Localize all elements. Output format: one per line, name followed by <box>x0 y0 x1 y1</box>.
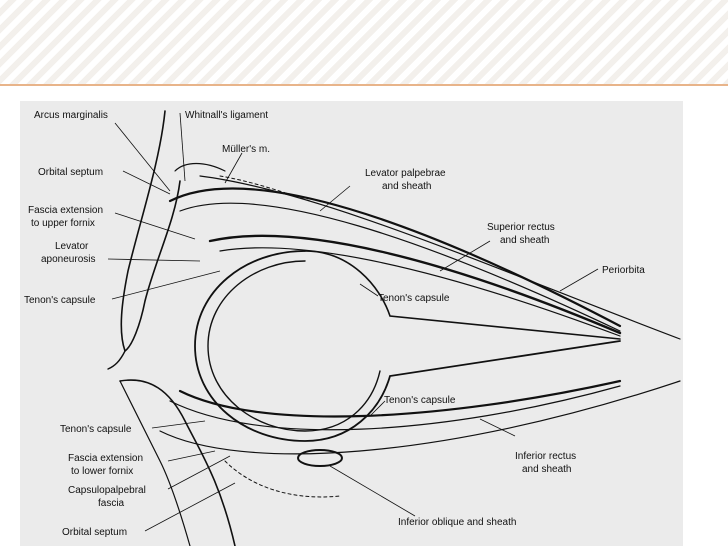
label-levator-palpebrae: Levator palpebrae <box>365 168 446 179</box>
leader-septum-lower <box>144 482 236 532</box>
inferior-rectus <box>178 379 622 418</box>
orbital-rim-upper <box>174 162 226 172</box>
upper-lashes <box>107 350 126 370</box>
label-orbital-septum-upper: Orbital septum <box>38 167 103 178</box>
label-levator-aponeurosis: Levator <box>55 241 89 252</box>
globe-inner <box>207 260 381 432</box>
orbital-fat-lower <box>224 460 341 498</box>
label-fascia-upper: Fascia extension <box>28 205 103 216</box>
lower-eyelid <box>119 379 236 546</box>
label-fascia-upper-2: to upper fornix <box>31 218 95 229</box>
levator-palpebrae <box>168 187 622 328</box>
orbital-fat-upper <box>219 175 311 202</box>
label-superior-rectus: Superior rectus <box>487 222 555 233</box>
leader-fascia-lower <box>167 450 216 462</box>
label-tenons-upper-center: Tenon's capsule <box>378 293 450 304</box>
inferior-rectus-sheath <box>169 385 621 431</box>
leader-muller <box>224 152 243 184</box>
leader-tenon-center <box>359 283 379 297</box>
leader-septum-upper <box>122 170 171 195</box>
label-capsulopalpebral-2: fascia <box>98 498 125 509</box>
leader-whitnall <box>179 112 186 182</box>
lower-lid-inner <box>119 380 191 546</box>
drawing-lines <box>107 110 681 546</box>
periorbita-lower <box>159 380 681 455</box>
optic-sheath-upper <box>304 250 621 340</box>
label-superior-rectus-2: and sheath <box>500 235 550 246</box>
slide-header-pattern <box>0 0 728 84</box>
label-tenons-upper-left: Tenon's capsule <box>24 295 96 306</box>
label-tenons-lower-left: Tenon's capsule <box>60 424 132 435</box>
leader-arcus <box>114 122 171 192</box>
label-inferior-rectus: Inferior rectus <box>515 451 576 462</box>
periorbita-upper <box>199 175 681 340</box>
leader-inf-oblique <box>329 465 416 517</box>
label-fascia-lower-2: to lower fornix <box>71 466 133 477</box>
leader-periorbita <box>559 268 599 292</box>
eye-anatomy-drawing: Arcus marginalis Whitnall's ligament Mül… <box>24 110 681 546</box>
eye-anatomy-figure: Arcus marginalis Whitnall's ligament Mül… <box>20 101 683 546</box>
leader-sup-rectus <box>439 240 491 272</box>
label-whitnalls-ligament: Whitnall's ligament <box>185 110 268 121</box>
leader-tenon-lower <box>369 400 386 417</box>
leader-lines <box>107 112 599 532</box>
leader-tenon-lower-left <box>151 420 206 429</box>
upper-eyelid <box>120 110 181 353</box>
superior-rectus-sheath <box>219 247 621 337</box>
leader-fascia-upper <box>114 212 196 240</box>
label-fascia-lower: Fascia extension <box>68 453 143 464</box>
leader-levator <box>319 185 351 212</box>
label-levator-aponeurosis-2: aponeurosis <box>41 254 95 265</box>
label-mullers-muscle: Müller's m. <box>222 144 270 155</box>
label-inferior-oblique: Inferior oblique and sheath <box>398 517 516 528</box>
slide-header-rule <box>0 84 728 86</box>
inferior-oblique <box>297 449 343 467</box>
label-tenons-lower-center: Tenon's capsule <box>384 395 456 406</box>
label-arcus-marginalis: Arcus marginalis <box>34 110 108 121</box>
levator-sheath <box>179 202 621 332</box>
leader-aponeurosis <box>107 258 201 262</box>
label-levator-palpebrae-2: and sheath <box>382 181 432 192</box>
globe-outer <box>194 250 621 442</box>
leader-tenon-left <box>111 270 221 300</box>
label-capsulopalpebral: Capsulopalpebral <box>68 485 146 496</box>
leader-inf-rectus <box>479 418 516 437</box>
superior-rectus <box>208 234 622 335</box>
leader-capsulopalpebral <box>167 455 231 490</box>
label-periorbita: Periorbita <box>602 265 645 276</box>
label-inferior-rectus-2: and sheath <box>522 464 572 475</box>
label-orbital-septum-lower: Orbital septum <box>62 527 127 538</box>
